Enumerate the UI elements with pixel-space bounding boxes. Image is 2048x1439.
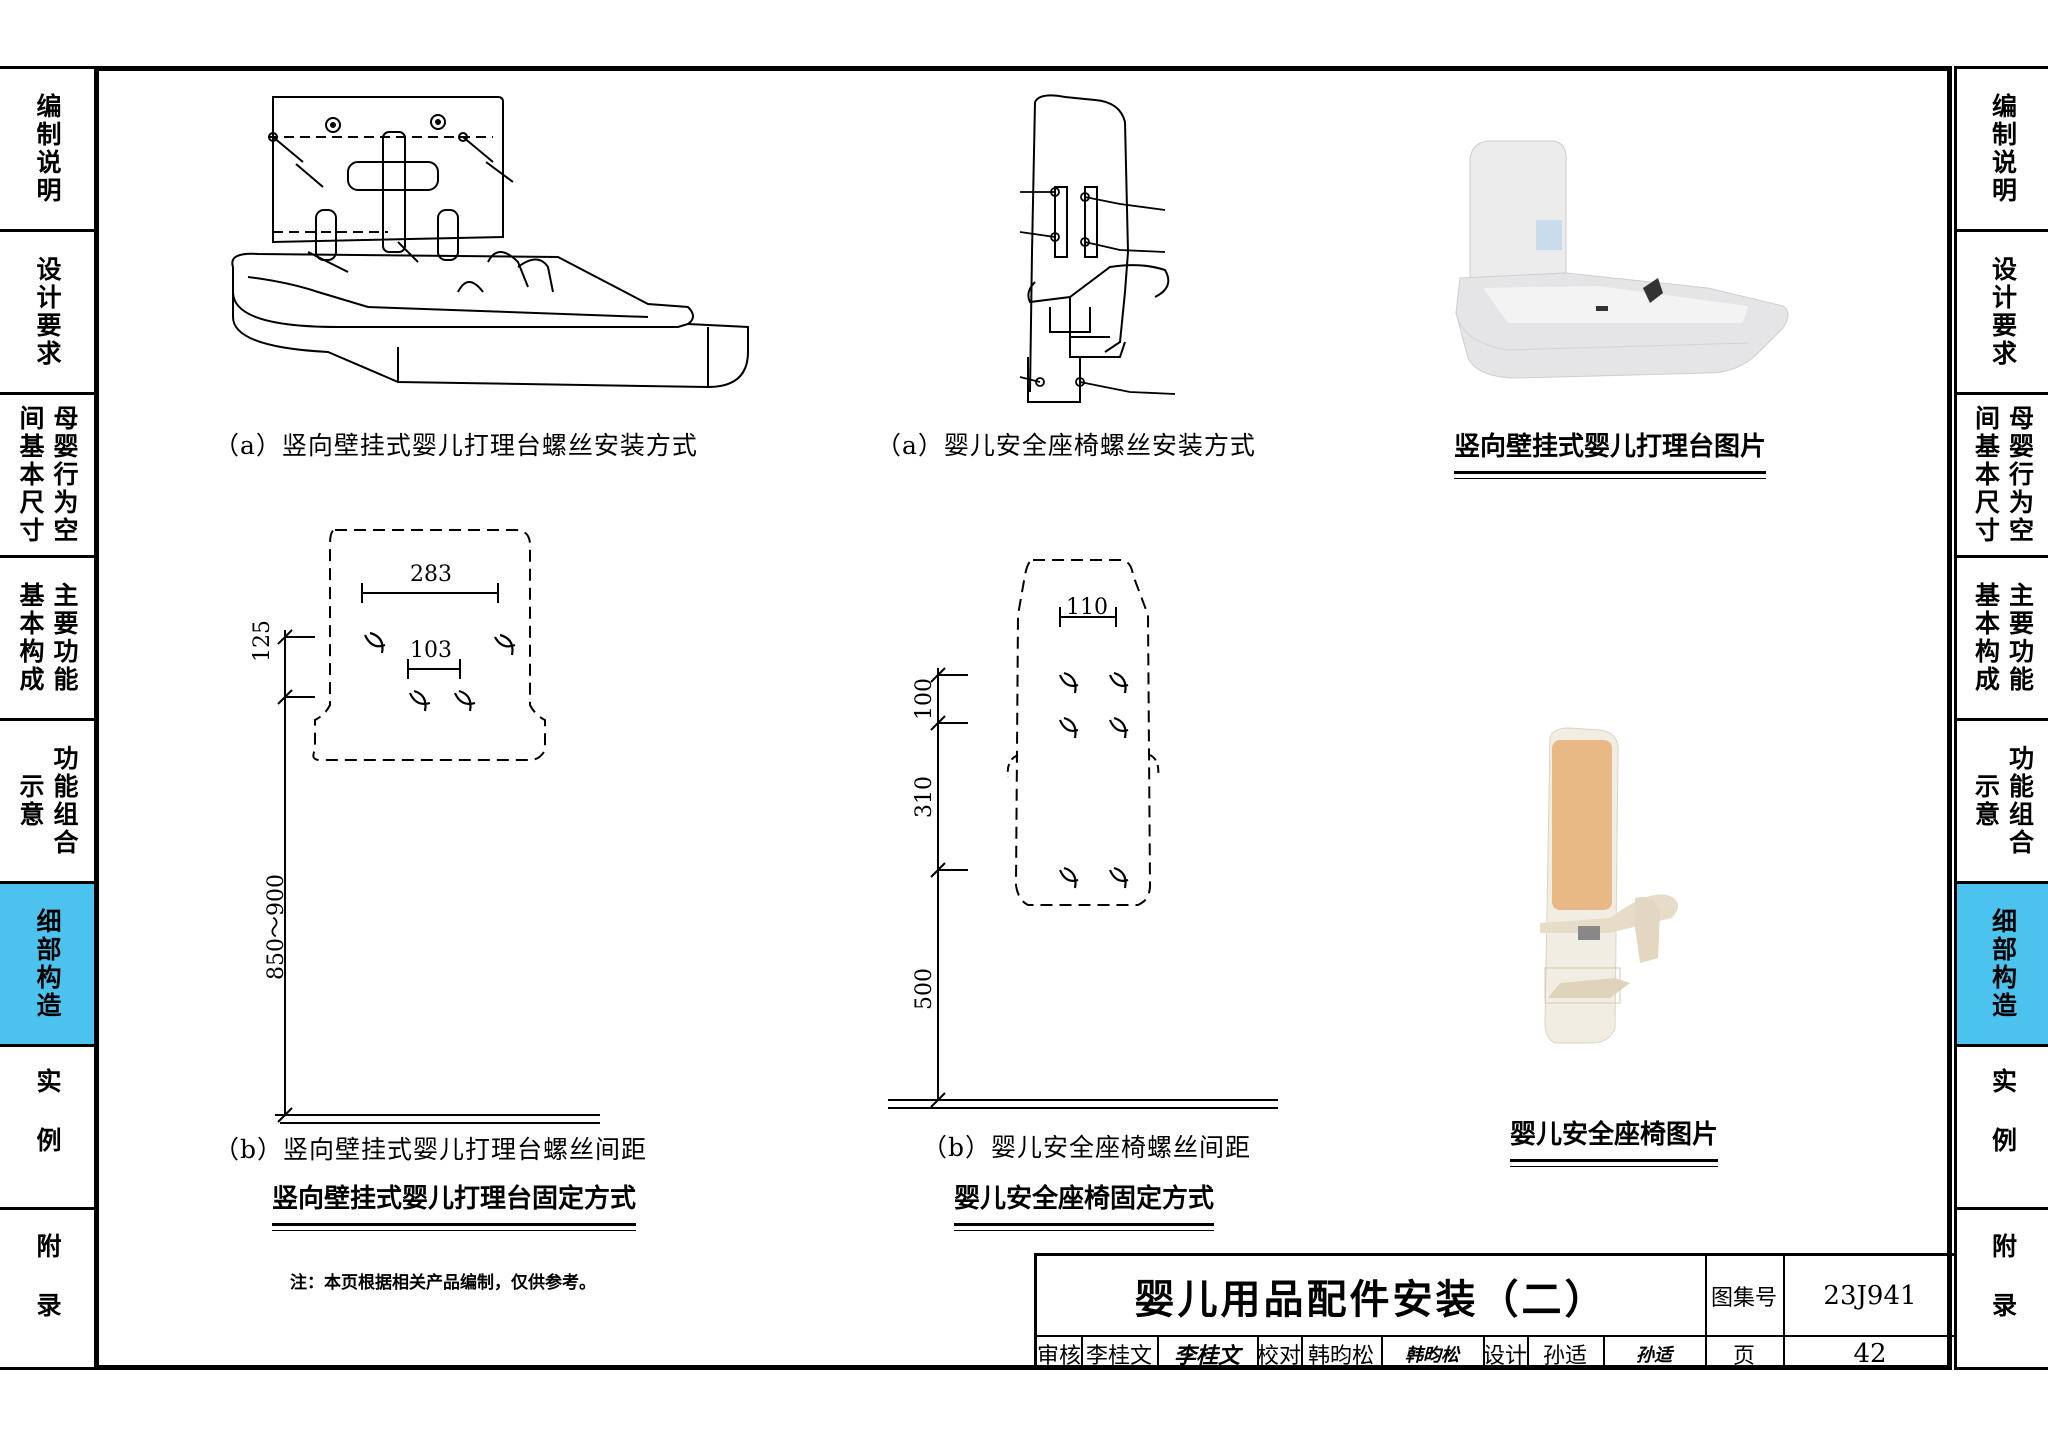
caption-changing-table-screw-install: （a）竖向壁挂式婴儿打理台螺丝安装方式 [214,431,698,460]
dim-310: 310 [912,776,937,818]
footnote: 注：本页根据相关产品编制，仅供参考。 [290,1273,596,1293]
right-nav-tab-basic-components[interactable]: 基本构成主要功能 [1957,558,2048,721]
dim-100: 100 [912,678,937,720]
nav-tab-label: 实例 [33,1068,62,1186]
dim-110: 110 [1066,595,1108,620]
dim-850-900: 850～900 [264,874,289,980]
reviewer-signature: 李桂文 [1173,1343,1240,1369]
atlas-label: 图集号 [1710,1285,1777,1311]
caption-safety-seat-screw-spacing: （b）婴儿安全座椅螺丝间距 [922,1133,1252,1162]
nav-tab-label: 设计要求 [33,256,62,368]
checker-name: 韩昀松 [1307,1344,1374,1369]
changing-table-screw-spacing-drawing [275,529,600,1124]
right-nav: 编制说明设计要求间基本尺寸母婴行为空基本构成主要功能示意功能组合细部构造实例附录 [1954,66,2048,1370]
dim-103: 103 [410,638,452,663]
heading-changing-table-fixing: 竖向壁挂式婴儿打理台固定方式 [272,1178,637,1231]
right-nav-tab-design-requirements[interactable]: 设计要求 [1957,232,2048,395]
title-block: 婴儿用品配件安装（二） 图集号 23J941 审核 李桂文 李桂文 校对 韩昀松… [1034,1253,1954,1370]
left-nav-tab-space-dimensions[interactable]: 间基本尺寸母婴行为空 [0,395,94,558]
nav-tab-label: 功能组合 [2005,745,2035,857]
page-label: 页 [1732,1344,1755,1369]
right-nav-tab-appendix[interactable]: 附录 [1957,1210,2048,1373]
right-nav-tab-function-combination[interactable]: 示意功能组合 [1957,721,2048,884]
heading-changing-table-photo: 竖向壁挂式婴儿打理台图片 [1454,426,1767,479]
review-label: 审核 [1037,1344,1082,1369]
drawing-frame [94,66,1952,1370]
check-label: 校对 [1257,1344,1302,1369]
nav-tab-label: 主要功能 [2005,582,2035,694]
nav-tab-label: 设计要求 [1988,256,2018,368]
right-nav-tab-notes[interactable]: 编制说明 [1957,69,2048,232]
design-label: 设计 [1483,1344,1528,1369]
nav-tab-label: 实例 [1988,1068,2018,1186]
right-nav-tab-examples[interactable]: 实例 [1957,1047,2048,1210]
designer-signature: 孙适 [1636,1345,1672,1366]
nav-tab-label: 基本构成 [1971,582,2001,694]
left-nav-tab-notes[interactable]: 编制说明 [0,69,94,232]
atlas-number: 23J941 [1823,1280,1917,1311]
left-nav-tab-detail-construction[interactable]: 细部构造 [0,884,94,1047]
heading-safety-seat-photo: 婴儿安全座椅图片 [1510,1114,1719,1167]
right-nav-tab-space-dimensions[interactable]: 间基本尺寸母婴行为空 [1957,395,2048,558]
left-nav-tab-design-requirements[interactable]: 设计要求 [0,232,94,395]
left-nav-tab-appendix[interactable]: 附录 [0,1210,94,1373]
drawing-title: 婴儿用品配件安装（二） [1134,1276,1608,1323]
nav-tab-label: 示意 [16,773,45,829]
heading-safety-seat-fixing: 婴儿安全座椅固定方式 [954,1178,1215,1231]
nav-tab-label: 细部构造 [33,908,62,1020]
dim-283: 283 [410,562,452,587]
nav-tab-label: 母婴行为空 [50,405,79,545]
page-number: 42 [1853,1339,1887,1369]
nav-tab-label: 编制说明 [33,93,62,205]
nav-tab-label: 母婴行为空 [2005,405,2035,545]
nav-tab-label: 细部构造 [1988,908,2018,1020]
caption-safety-seat-screw-install: （a）婴儿安全座椅螺丝安装方式 [876,431,1256,460]
dim-500: 500 [912,968,937,1010]
checker-signature: 韩昀松 [1405,1345,1459,1366]
changing-table-screw-install-drawing [231,96,749,389]
left-nav-tab-function-combination[interactable]: 示意功能组合 [0,721,94,884]
designer-name: 孙适 [1542,1344,1587,1369]
nav-tab-label: 间基本尺寸 [16,405,45,545]
nav-tab-label: 附录 [1988,1232,2018,1351]
left-nav-tab-examples[interactable]: 实例 [0,1047,94,1210]
nav-tab-label: 示意 [1971,773,2001,829]
safety-seat-screw-install-drawing [1019,94,1176,403]
nav-tab-label: 基本构成 [16,582,45,694]
changing-table-photo [1455,140,1789,379]
dim-125: 125 [250,620,275,662]
nav-tab-label: 编制说明 [1988,93,2018,205]
left-nav: 编制说明设计要求间基本尺寸母婴行为空基本构成主要功能示意功能组合细部构造实例附录 [0,66,94,1370]
safety-seat-screw-spacing-drawing [888,559,1278,1109]
left-nav-tab-basic-components[interactable]: 基本构成主要功能 [0,558,94,721]
nav-tab-label: 主要功能 [50,582,79,694]
caption-changing-table-screw-spacing: （b）竖向壁挂式婴儿打理台螺丝间距 [214,1135,648,1164]
nav-tab-label: 附录 [33,1232,62,1351]
reviewer-name: 李桂文 [1085,1344,1152,1369]
safety-seat-photo [1540,727,1679,1044]
nav-tab-label: 间基本尺寸 [1971,405,2001,545]
right-nav-tab-detail-construction[interactable]: 细部构造 [1957,884,2048,1047]
nav-tab-label: 功能组合 [50,745,79,857]
